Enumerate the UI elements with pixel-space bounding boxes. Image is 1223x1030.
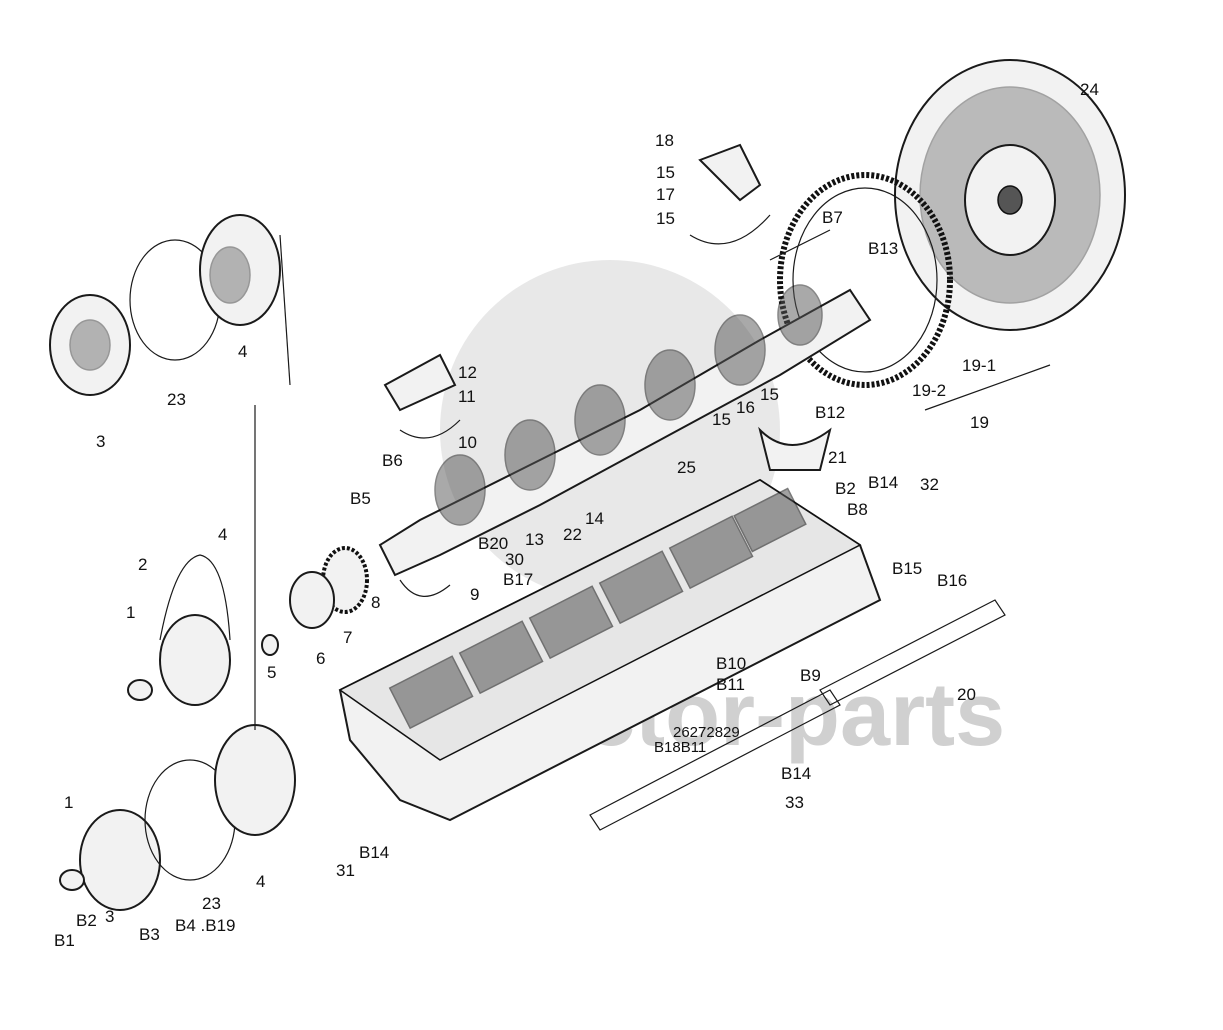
label-12: 12 [458,363,477,382]
label-1: 1 [64,793,73,812]
label-B20: B20 [478,534,508,553]
label-4: 4 [256,872,265,891]
label-B14: B14 [868,473,898,492]
label-32: 32 [920,475,939,494]
label-13: 13 [525,530,544,549]
label-18: 18 [655,131,674,150]
label-B11: B11 [716,675,745,694]
ring-gear [777,172,953,388]
label-B4-B19: B4 .B19 [175,916,236,935]
label-15: 15 [656,163,675,182]
label-B2: B2 [76,911,97,930]
label-25: 25 [677,458,696,477]
label-17: 17 [656,185,675,204]
flywheel [894,59,1126,331]
label-B18B11: B18B11 [654,739,706,756]
label-15: 15 [656,209,675,228]
label-4: 4 [238,342,247,361]
label-6: 6 [316,649,325,668]
leader-lines [254,229,1051,730]
label-B10: B10 [716,654,746,673]
label-B2: B2 [835,479,856,498]
label-B5: B5 [350,489,371,508]
bearing-caps [383,143,832,597]
label-3: 3 [96,432,105,451]
label-B1: B1 [54,931,75,950]
label-10: 10 [458,433,477,452]
label-19: 19 [970,413,989,432]
label-33: 33 [785,793,804,812]
label-B3: B3 [139,925,160,944]
label-20: 20 [957,685,976,704]
label-31: 31 [336,861,355,880]
label-16: 16 [736,398,755,417]
label-22: 22 [563,525,582,544]
label-B9: B9 [800,666,821,685]
label-B12: B12 [815,403,845,422]
label-19-2: 19-2 [912,381,946,400]
callout-labels: 24 18 15 17 15 B7 B13 4 23 3 12 11 10 B6… [54,80,1099,950]
label-8: 8 [371,593,380,612]
label-B6: B6 [382,451,403,470]
label-B7: B7 [822,208,843,227]
pulleys [49,214,296,911]
label-23: 23 [167,390,186,409]
label-B14: B14 [359,843,389,862]
label-3: 3 [105,907,114,926]
label-11: 11 [458,387,476,406]
label-B8: B8 [847,500,868,519]
label-B14: B14 [781,764,811,783]
label-B13: B13 [868,239,898,258]
label-23: 23 [202,894,221,913]
label-B16: B16 [937,571,967,590]
label-2: 2 [138,555,147,574]
label-4: 4 [218,525,227,544]
label-B15: B15 [892,559,922,578]
crankshaft [378,284,872,577]
timing-gears [261,546,369,656]
label-B17: B17 [503,570,533,589]
engine-block [338,478,882,822]
label-15: 15 [712,410,731,429]
label-19-1: 19-1 [962,356,996,375]
label-1: 1 [126,603,135,622]
label-5: 5 [267,663,276,682]
label-30: 30 [505,550,524,569]
label-7: 7 [343,628,352,647]
label-26272829: 26272829 [673,724,740,741]
label-21: 21 [828,448,847,467]
gaskets [589,599,1006,831]
label-15: 15 [760,385,779,404]
label-14: 14 [585,509,604,528]
label-9: 9 [470,585,479,604]
label-24: 24 [1080,80,1099,99]
